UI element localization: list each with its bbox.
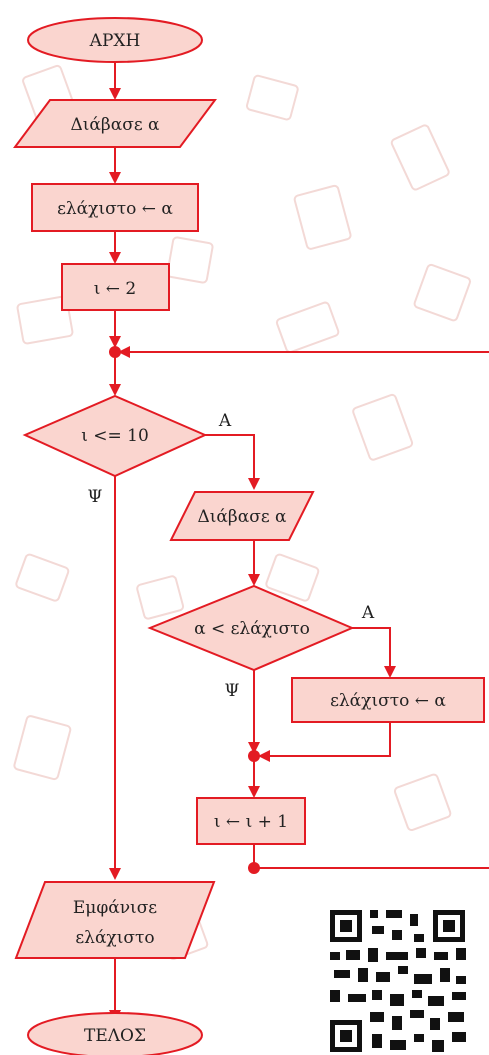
start-node: ΑΡΧΗ (27, 17, 203, 63)
compare-decision-node: α < ελάχιστο (147, 584, 355, 672)
increment-i-label: ι ← ι + 1 (214, 812, 288, 832)
output-node: Εμφάνισε ελάχιστο (14, 881, 216, 959)
loop-decision-node: ι <= 10 (22, 394, 208, 478)
compare-no-label: Ψ (225, 681, 240, 701)
read-a-node-1: Διάβασε α (13, 99, 217, 148)
loop-condition-label: ι <= 10 (81, 426, 149, 446)
connectors (109, 62, 489, 1022)
init-i-label: ι ← 2 (94, 279, 137, 299)
increment-i-node: ι ← ι + 1 (196, 797, 306, 845)
loop-back-junction-dot (248, 862, 260, 874)
compare-yes-label: Α (361, 603, 375, 623)
end-label: ΤΕΛΟΣ (84, 1026, 146, 1046)
loop-yes-label: Α (218, 411, 232, 431)
init-i-node: ι ← 2 (61, 263, 170, 311)
assign-min-node-2: ελάχιστο ← α (291, 677, 485, 723)
output-label-line2: ελάχιστο (75, 928, 154, 948)
read-a-node-2: Διάβασε α (169, 491, 315, 541)
read-a-label-1: Διάβασε α (70, 115, 160, 135)
loop-no-label: Ψ (88, 487, 103, 507)
loop-junction-dot (109, 346, 121, 358)
assign-min-label-2: ελάχιστο ← α (330, 691, 446, 711)
output-label-line1: Εμφάνισε (73, 898, 157, 918)
qr-code (325, 905, 470, 1055)
merge-junction-dot (248, 750, 260, 762)
start-label: ΑΡΧΗ (89, 31, 141, 51)
end-node: ΤΕΛΟΣ (27, 1012, 203, 1055)
assign-min-label-1: ελάχιστο ← α (57, 199, 173, 219)
assign-min-node-1: ελάχιστο ← α (31, 183, 199, 232)
read-a-label-2: Διάβασε α (197, 507, 287, 527)
compare-condition-label: α < ελάχιστο (194, 619, 310, 639)
